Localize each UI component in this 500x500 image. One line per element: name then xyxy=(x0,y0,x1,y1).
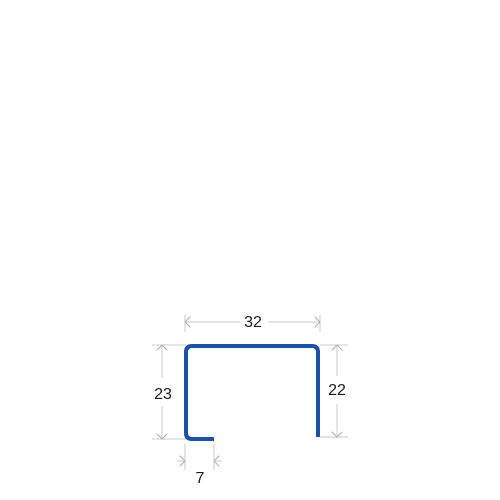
top-width-dimension: 32 xyxy=(184,314,321,332)
left-height-dimension: 23 xyxy=(152,344,186,440)
profile-outline xyxy=(184,344,320,441)
right-height-label: 22 xyxy=(328,382,346,399)
right-height-dimension: 22 xyxy=(320,344,348,438)
bottom-lip-dimension: 7 xyxy=(177,444,222,487)
top-width-label: 32 xyxy=(244,314,262,331)
bottom-lip-label: 7 xyxy=(196,470,205,487)
left-height-label: 23 xyxy=(154,386,172,403)
